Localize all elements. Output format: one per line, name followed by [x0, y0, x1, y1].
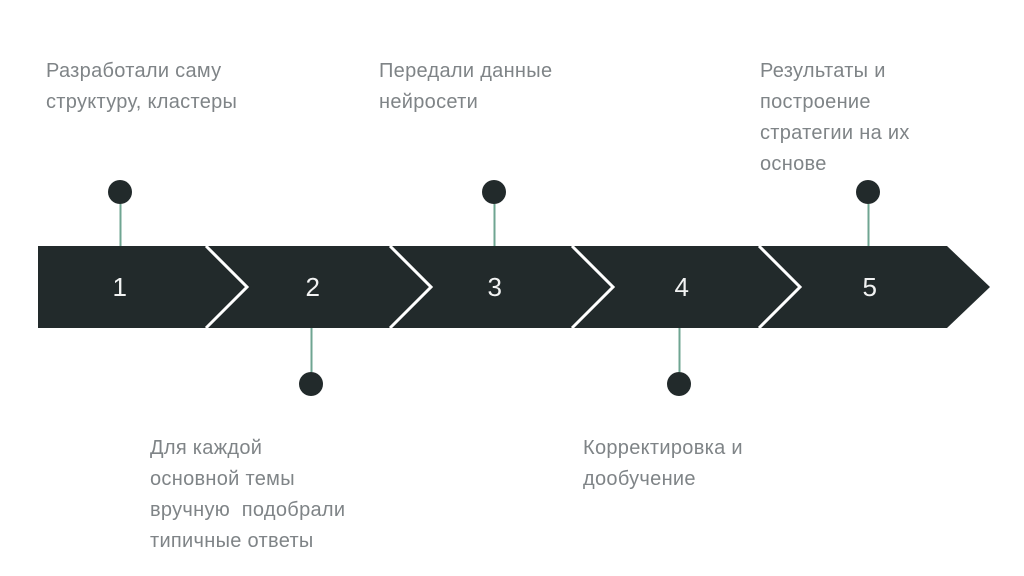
step-label-1: Разработали саму структуру, кластеры: [46, 60, 238, 113]
chevron-separator-icon: [204, 244, 250, 330]
milestone-dot: [299, 372, 323, 396]
chevron-separator-icon: [757, 244, 803, 330]
milestone-dot: [667, 372, 691, 396]
step-number-4: 4: [674, 272, 690, 302]
step-label-2: Для каждой основной темы вручную подобра…: [150, 437, 346, 552]
step-number-1: 1: [112, 272, 128, 302]
chevron-separator-icon: [570, 244, 616, 330]
milestone-dot: [108, 180, 132, 204]
step-number-2: 2: [305, 272, 321, 302]
milestone-dot: [482, 180, 506, 204]
step-number-5: 5: [862, 272, 878, 302]
step-label-5: Результаты и построение стратегии на их …: [760, 60, 910, 175]
step-number-3: 3: [487, 272, 503, 302]
chevron-separator-icon: [388, 244, 434, 330]
step-label-4: Корректировка и дообучение: [583, 437, 743, 490]
timeline-arrow-band: [38, 246, 990, 328]
milestone-dot: [856, 180, 880, 204]
step-label-3: Передали данные нейросети: [379, 60, 553, 113]
